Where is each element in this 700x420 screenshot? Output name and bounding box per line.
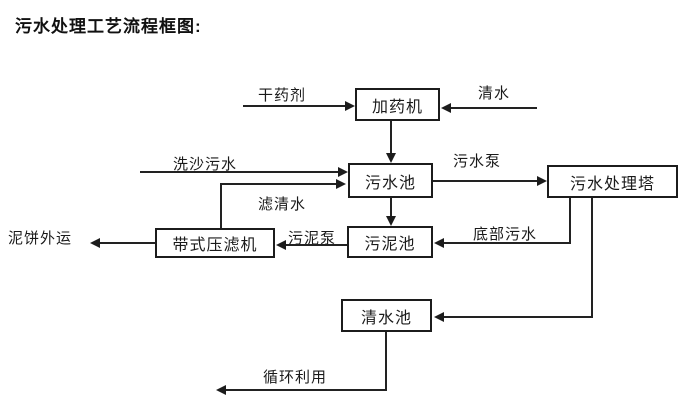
arrowhead-sewage-to-sludge xyxy=(386,216,396,226)
arrowhead-sludge-pump xyxy=(276,240,286,250)
connector-mud-cake-line xyxy=(99,242,155,244)
connector-dry-chemical-line xyxy=(243,105,346,107)
arrowhead-bottom-sewage xyxy=(434,238,444,248)
arrowhead-dosing-to-sewage xyxy=(386,153,396,163)
arrowhead-sewage-pump xyxy=(537,176,547,186)
node-dosing-machine: 加药机 xyxy=(355,88,440,121)
connector-clean-pool-drop xyxy=(385,332,387,391)
label-bottom-sewage: 底部污水 xyxy=(473,226,538,243)
arrowhead-dry-chemical xyxy=(345,101,355,111)
connector-filtered-water-line xyxy=(220,183,337,185)
arrowhead-tower-to-clean xyxy=(434,312,444,322)
page-title: 污水处理工艺流程框图: xyxy=(15,17,202,36)
node-clean-water-pool: 清水池 xyxy=(341,299,432,332)
arrowhead-recycling xyxy=(216,385,226,395)
label-recycling-use: 循环利用 xyxy=(263,369,328,386)
label-sand-washing-sewage: 洗沙污水 xyxy=(173,156,238,173)
connector-dosing-to-sewage-line xyxy=(390,121,392,155)
connector-tower-to-clean-riser xyxy=(591,198,593,318)
arrowhead-mud-cake xyxy=(90,238,100,248)
node-belt-filter-press: 带式压滤机 xyxy=(155,228,275,258)
arrowhead-sand-washing xyxy=(338,167,348,177)
label-clean-water: 清水 xyxy=(478,85,511,102)
connector-sludge-pump-line xyxy=(284,244,347,246)
node-sludge-pool: 污泥池 xyxy=(347,226,433,258)
connector-recycling-line xyxy=(225,389,387,391)
label-sludge-pump: 污泥泵 xyxy=(288,230,337,247)
connector-bottom-sewage-riser xyxy=(569,198,571,244)
connector-sand-washing-line xyxy=(140,171,339,173)
connector-sewage-pump-line xyxy=(433,180,538,182)
connector-tower-to-clean-line xyxy=(443,316,593,318)
connector-bottom-sewage-line xyxy=(443,242,571,244)
label-filtered-water: 滤清水 xyxy=(258,196,307,213)
label-mud-cake-outbound: 泥饼外运 xyxy=(8,230,73,247)
label-dry-chemical: 干药剂 xyxy=(258,87,307,104)
node-treatment-tower: 污水处理塔 xyxy=(547,165,678,198)
connector-sewage-to-sludge-line xyxy=(390,198,392,218)
label-sewage-pump: 污水泵 xyxy=(453,153,502,170)
connector-clean-water-line xyxy=(450,107,537,109)
arrowhead-filtered-water xyxy=(336,179,346,189)
node-sewage-pool: 污水池 xyxy=(348,163,433,198)
arrowhead-clean-water xyxy=(441,103,451,113)
connector-filtered-water-riser xyxy=(220,183,222,228)
